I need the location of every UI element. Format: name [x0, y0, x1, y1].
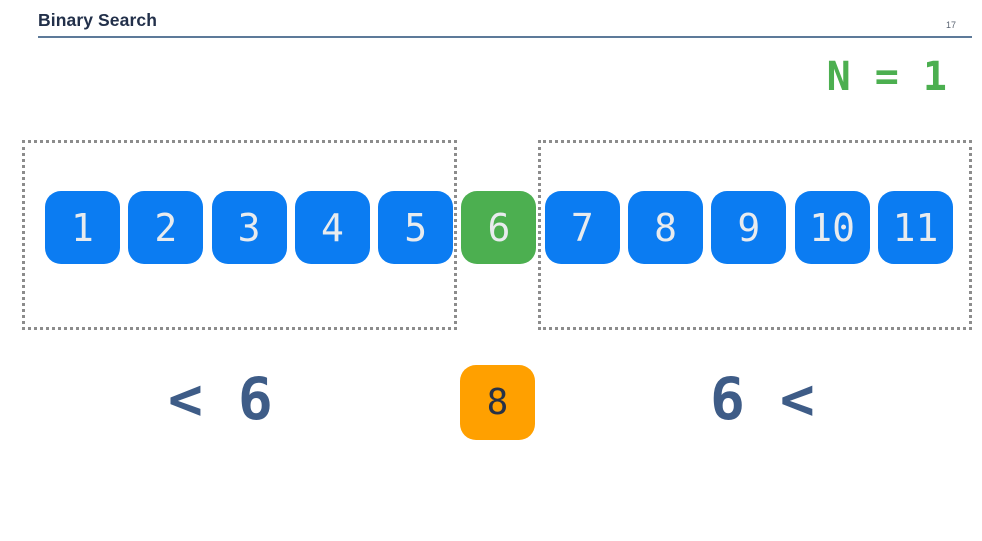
- left-partition-box: [22, 140, 457, 330]
- array-tile-6: 6: [461, 191, 537, 264]
- n-count-annotation: N = 1: [826, 54, 947, 100]
- title-underline: [38, 36, 972, 38]
- left-comparison-label: < 6: [168, 365, 273, 433]
- array-tile-3: 3: [211, 191, 287, 264]
- page-title: Binary Search: [38, 10, 157, 30]
- array-tile-7: 7: [544, 191, 620, 264]
- right-partition-box: [538, 140, 972, 330]
- array-tile-1: 1: [45, 191, 120, 264]
- array-tile-5: 5: [378, 191, 454, 264]
- array-tile-4: 4: [294, 191, 370, 264]
- array-tile-9: 9: [711, 191, 787, 264]
- target-value-tile: 8: [460, 365, 535, 440]
- page-number: 17: [945, 20, 956, 30]
- array-tile-11: 11: [877, 191, 953, 264]
- array-tile-2: 2: [128, 191, 204, 264]
- array-tile-8: 8: [628, 191, 704, 264]
- right-comparison-label: 6 <: [710, 365, 815, 433]
- array-tile-10: 10: [794, 191, 870, 264]
